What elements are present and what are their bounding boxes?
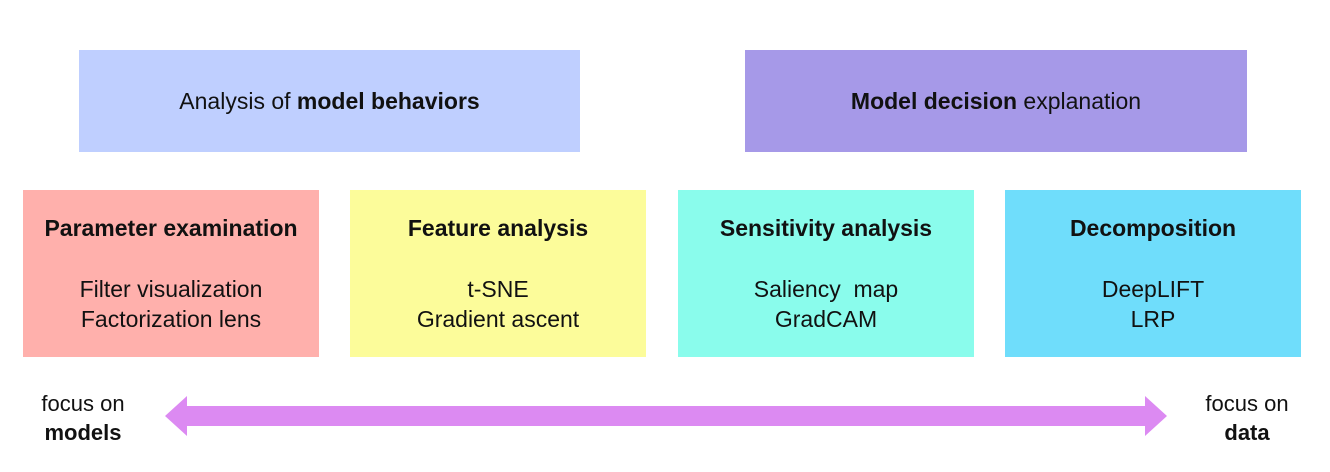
model-decision-box: Model decision explanation xyxy=(745,50,1247,152)
method-item: t-SNE xyxy=(467,276,529,302)
category-title: Decomposition xyxy=(1069,215,1237,241)
decomposition-box: Decomposition DeepLIFT LRP xyxy=(1005,190,1301,357)
category-title: Parameter examination xyxy=(44,215,298,241)
method-item: Saliency map xyxy=(753,276,899,302)
category-methods: t-SNE Gradient ascent xyxy=(350,274,646,334)
model-behaviors-label: Analysis of model behaviors xyxy=(179,87,480,114)
category-title: Feature analysis xyxy=(407,215,589,241)
method-item: GradCAM xyxy=(774,306,878,332)
focus-prefix: focus on xyxy=(41,391,125,416)
focus-on-data-label: focus on data xyxy=(1182,389,1312,447)
focus-prefix: focus on xyxy=(1205,391,1289,416)
parameter-examination-box: Parameter examination Filter visualizati… xyxy=(23,190,319,357)
method-item: Filter visualization xyxy=(79,276,263,302)
category-title: Sensitivity analysis xyxy=(719,215,933,241)
focus-target: data xyxy=(1224,420,1270,445)
focus-on-models-label: focus on models xyxy=(18,389,148,447)
method-item: Gradient ascent xyxy=(416,306,580,332)
category-methods: DeepLIFT LRP xyxy=(1005,274,1301,334)
model-behaviors-box: Analysis of model behaviors xyxy=(79,50,580,152)
feature-analysis-box: Feature analysis t-SNE Gradient ascent xyxy=(350,190,646,357)
focus-target: models xyxy=(44,420,122,445)
method-item: DeepLIFT xyxy=(1101,276,1205,302)
arrow-shape xyxy=(165,396,1167,436)
category-methods: Filter visualization Factorization lens xyxy=(23,274,319,334)
category-methods: Saliency map GradCAM xyxy=(678,274,974,334)
sensitivity-analysis-box: Sensitivity analysis Saliency map GradCA… xyxy=(678,190,974,357)
method-item: Factorization lens xyxy=(80,306,262,332)
model-decision-label: Model decision explanation xyxy=(850,87,1142,114)
method-item: LRP xyxy=(1130,306,1176,332)
